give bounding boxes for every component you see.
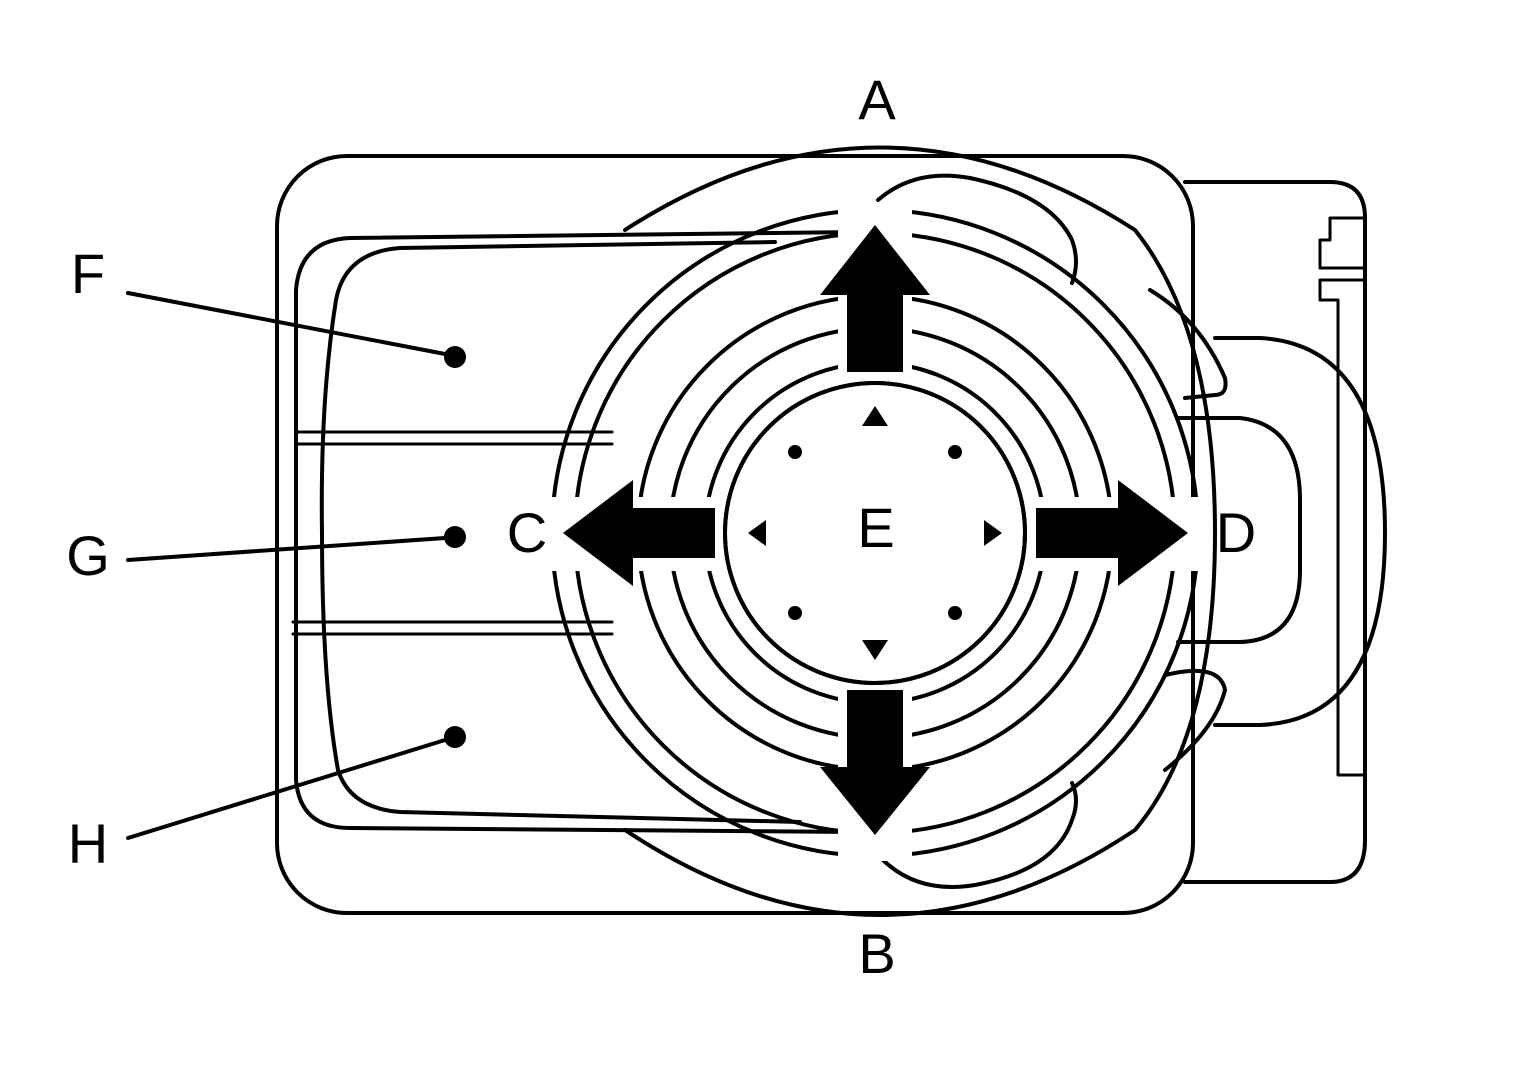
paddle-groove-lower <box>291 620 614 636</box>
callout-d: D <box>1216 501 1256 564</box>
arrow-down-icon[interactable] <box>820 690 930 835</box>
leader-h <box>126 738 447 840</box>
arrow-right-icon[interactable] <box>1036 480 1188 586</box>
arrow-up-icon[interactable] <box>820 225 930 372</box>
callout-h: H <box>68 812 108 875</box>
callout-g: G <box>66 524 110 587</box>
connector-block <box>1183 180 1367 884</box>
paddle-outer <box>294 230 862 834</box>
small-triangle-right-icon <box>984 520 1002 546</box>
center-button[interactable] <box>723 381 1027 685</box>
leader-g <box>126 536 447 562</box>
callout-f: F <box>71 242 105 305</box>
small-triangle-left-icon <box>748 520 766 546</box>
connector-tab-lower <box>1318 278 1367 777</box>
connector-tab-upper <box>1318 216 1367 270</box>
center-dot-bottom-left <box>788 606 802 620</box>
callout-b: B <box>858 922 895 985</box>
callout-a: A <box>858 68 896 131</box>
paddle-groove-upper <box>294 430 614 446</box>
knob-lobe-lower <box>876 781 1078 889</box>
callout-c: C <box>507 501 547 564</box>
center-dot-bottom-right <box>948 606 962 620</box>
knob-dome <box>623 145 1217 917</box>
paddle-inner <box>319 240 802 824</box>
right-knob-inner <box>1176 416 1302 644</box>
knob-lobe-upper <box>876 173 1078 285</box>
dot-h <box>444 726 466 748</box>
knob-lobe-upper-side <box>1148 288 1228 400</box>
small-triangle-down-icon <box>862 640 888 660</box>
joystick-knob <box>548 145 1228 917</box>
small-triangle-up-icon <box>862 406 888 426</box>
selector-paddle <box>291 230 862 834</box>
callout-e: E <box>857 496 894 559</box>
knob-lobe-lower-side <box>1163 668 1227 772</box>
arrow-left-icon[interactable] <box>563 480 715 586</box>
dot-g <box>444 526 466 548</box>
dot-f <box>444 346 466 368</box>
right-knob-outer <box>1213 336 1387 727</box>
center-dot-top-left <box>788 445 802 459</box>
leader-f <box>126 291 447 356</box>
center-dot-top-right <box>948 445 962 459</box>
